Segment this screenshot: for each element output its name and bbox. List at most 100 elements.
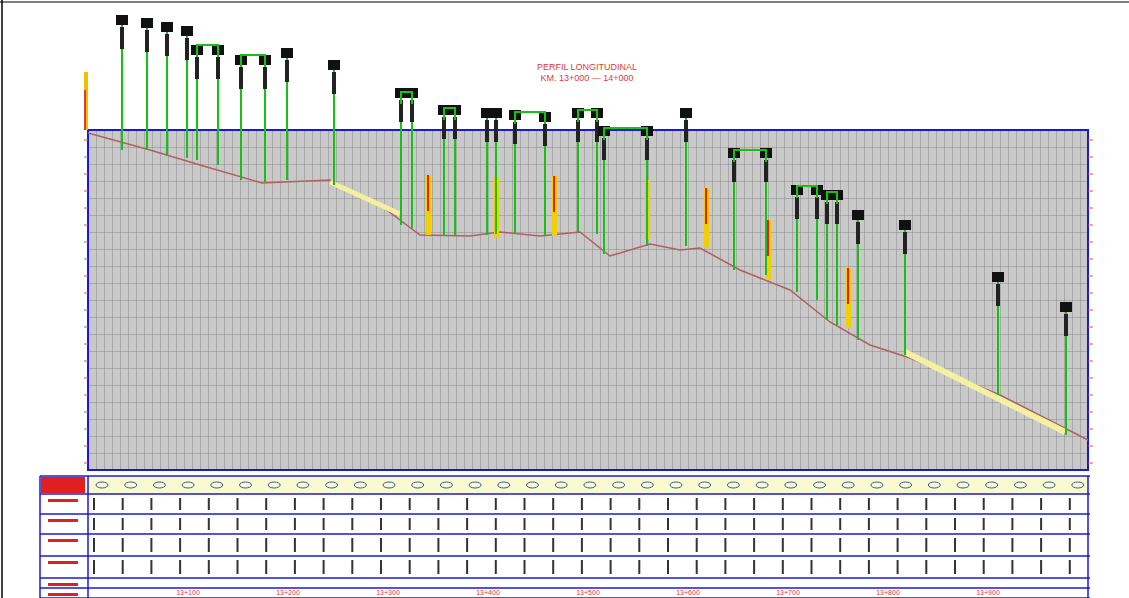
table-mark — [495, 538, 497, 552]
span-bracket — [241, 55, 265, 67]
table-mark — [469, 482, 481, 488]
table-mark — [584, 482, 596, 488]
table-mark — [440, 482, 452, 488]
pole-tag — [165, 34, 169, 56]
table-mark — [153, 482, 165, 488]
axis-tick — [1088, 157, 1093, 158]
pole-tag — [732, 160, 736, 182]
table-mark — [265, 538, 267, 552]
span-bracket — [197, 45, 218, 57]
axis-tick — [1088, 446, 1093, 447]
pole-line — [685, 116, 687, 246]
table-mark — [179, 560, 181, 574]
station-label: 13+800 — [876, 589, 900, 597]
axis-tick — [1088, 310, 1093, 311]
table-mark — [925, 498, 927, 510]
table-mark — [208, 498, 210, 510]
pole-tag — [216, 57, 220, 79]
table-rule — [87, 476, 89, 598]
pole-tag — [494, 120, 498, 142]
table-mark — [811, 498, 813, 510]
header-cell — [41, 477, 85, 493]
table-mark — [753, 538, 755, 552]
table-mark — [93, 498, 95, 510]
table-rule — [40, 555, 1090, 557]
pole-line — [836, 198, 838, 325]
pole-line — [486, 116, 488, 235]
table-mark — [323, 498, 325, 510]
pole-tag — [815, 197, 819, 219]
table-mark — [868, 498, 870, 510]
pole-line — [904, 228, 906, 355]
axis-tick — [84, 140, 88, 141]
pole-tag — [145, 30, 149, 52]
pole-tag — [684, 120, 688, 142]
table-mark — [1040, 518, 1042, 530]
table-mark — [524, 560, 526, 574]
axis-tick — [84, 412, 88, 413]
pole-line — [733, 156, 735, 270]
table-rule — [40, 597, 1090, 598]
table-mark — [437, 538, 439, 552]
pole-tag — [795, 197, 799, 219]
table-mark — [179, 518, 181, 530]
pole-line — [240, 63, 242, 180]
table-mark — [581, 518, 583, 530]
table-mark — [1040, 498, 1042, 510]
table-mark — [237, 560, 239, 574]
pole-tag — [285, 60, 289, 82]
span-bracket — [401, 92, 412, 104]
table-mark — [868, 560, 870, 574]
table-mark — [1011, 498, 1013, 510]
table-mark — [1069, 538, 1071, 552]
table-mark — [294, 518, 296, 530]
pole-tag — [602, 138, 606, 160]
pole-tag — [852, 210, 864, 220]
table-mark — [409, 560, 411, 574]
table-mark — [237, 538, 239, 552]
table-mark — [125, 482, 137, 488]
table-mark — [724, 538, 726, 552]
station-label: 13+100 — [176, 589, 200, 597]
table-mark — [811, 560, 813, 574]
table-mark — [524, 518, 526, 530]
table-rule — [1087, 476, 1089, 598]
table-mark — [351, 498, 353, 510]
pole-tag — [453, 117, 457, 139]
table-mark — [753, 498, 755, 510]
table-mark — [495, 518, 497, 530]
pole-line — [514, 118, 516, 234]
table-mark — [756, 482, 768, 488]
table-mark — [610, 538, 612, 552]
table-mark — [150, 498, 152, 510]
table-mark — [552, 498, 554, 510]
table-mark — [638, 498, 640, 510]
table-mark — [265, 498, 267, 510]
table-mark — [294, 498, 296, 510]
header-cell — [48, 593, 78, 596]
table-mark — [1072, 482, 1084, 488]
axis-tick — [1088, 293, 1093, 294]
table-mark — [811, 538, 813, 552]
table-mark — [928, 482, 940, 488]
table-mark — [409, 538, 411, 552]
axis-tick — [84, 208, 88, 209]
fill-band — [905, 352, 1065, 432]
table-mark — [957, 482, 969, 488]
axis-tick — [84, 378, 88, 379]
pole-line — [217, 53, 219, 165]
table-mark — [667, 560, 669, 574]
table-mark — [925, 538, 927, 552]
table-mark — [524, 498, 526, 510]
pole-tag — [543, 124, 547, 146]
pole-line — [264, 63, 266, 182]
axis-tick — [84, 191, 88, 192]
table-mark — [696, 538, 698, 552]
pole-tag — [181, 26, 193, 36]
pole-tag — [328, 60, 340, 70]
pole-tag — [120, 27, 124, 49]
table-mark — [900, 482, 912, 488]
table-mark — [610, 518, 612, 530]
pole-tag — [116, 15, 128, 25]
